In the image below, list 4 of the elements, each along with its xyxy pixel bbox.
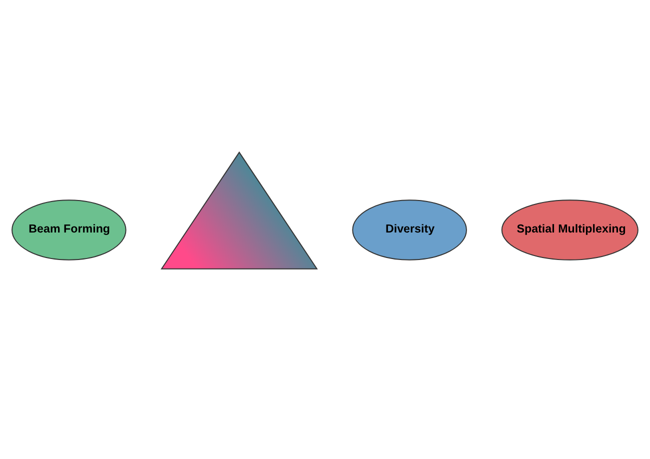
node-ellipse: Spatial Multiplexing: [501, 199, 638, 260]
node-ellipse: Beam Forming: [12, 199, 126, 260]
node-ellipse: Diversity: [352, 199, 467, 260]
node-triangle: [160, 150, 318, 269]
